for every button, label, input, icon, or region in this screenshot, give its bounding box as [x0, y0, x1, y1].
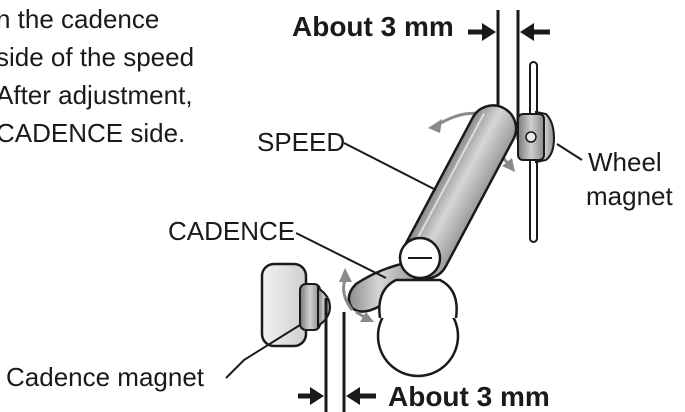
- cadence-label-text: CADENCE: [168, 216, 295, 246]
- bottom-gap-arrow-left: [298, 387, 324, 405]
- instruction-line-1: n the cadence: [0, 4, 159, 34]
- wheel-magnet-label-line-2: magnet: [586, 181, 673, 211]
- cadence-label: CADENCE: [168, 216, 387, 279]
- cadence-magnet-label: Cadence magnet: [6, 324, 301, 392]
- speed-label: SPEED: [257, 127, 437, 191]
- bottom-gap-label: About 3 mm: [388, 381, 550, 412]
- wheel-magnet-label-line-1: Wheel: [588, 147, 662, 177]
- top-gap-arrow-left: [468, 23, 496, 41]
- bottom-gap-dimension: About 3 mm: [298, 298, 550, 412]
- top-gap-label: About 3 mm: [292, 11, 454, 42]
- wheel-magnet: [517, 110, 556, 164]
- wheel-magnet-label: Wheel magnet: [556, 143, 673, 211]
- speed-label-text: SPEED: [257, 127, 345, 157]
- instruction-line-4: CADENCE side.: [0, 118, 185, 148]
- instruction-line-2: side of the speed: [0, 42, 194, 72]
- instruction-line-3: After adjustment,: [0, 80, 193, 110]
- cadence-magnet-label-text: Cadence magnet: [6, 362, 205, 392]
- instruction-text: n the cadence side of the speed After ad…: [0, 4, 194, 148]
- sensor-mount-clamp: [376, 236, 460, 378]
- bottom-gap-arrow-right: [346, 387, 376, 405]
- top-gap-dimension: About 3 mm: [292, 10, 550, 140]
- top-gap-arrow-right: [520, 23, 550, 41]
- cadence-arm-adjust-arrow: [339, 268, 374, 322]
